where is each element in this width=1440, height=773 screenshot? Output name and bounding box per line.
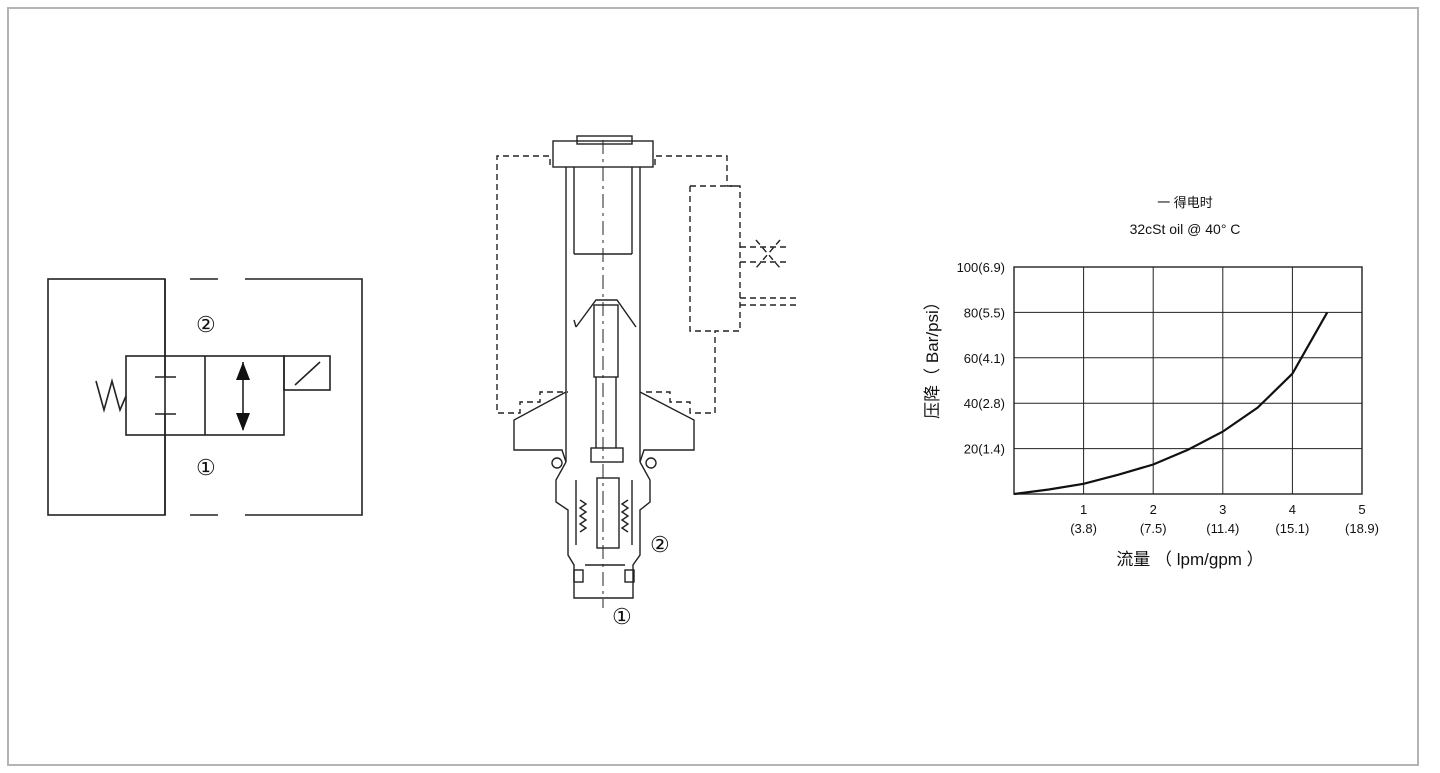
- spring-coil: [578, 499, 588, 533]
- section-port-2-label: ②: [650, 532, 670, 557]
- symbol-right-loop: [245, 278, 363, 516]
- figure-frame: [7, 7, 1419, 766]
- x-tick-sublabel: (7.5): [1140, 521, 1167, 536]
- spring-icon: [95, 377, 127, 414]
- nut-top: [576, 135, 633, 145]
- x-tick-label: 4: [1289, 502, 1296, 517]
- section-port-1-label: ①: [612, 604, 632, 629]
- x-tick-sublabel: (15.1): [1275, 521, 1309, 536]
- y-axis-label: 压降（ Bar/psi）: [923, 293, 942, 419]
- y-tick-label: 60(4.1): [964, 351, 1005, 366]
- y-tick-label: 20(1.4): [964, 442, 1005, 457]
- poppet-head: [590, 447, 624, 463]
- symbol-port-1-label: ①: [196, 455, 216, 480]
- y-tick-label: 40(2.8): [964, 396, 1005, 411]
- chart-grid: [1014, 266, 1363, 494]
- y-tick-label: 100(6.9): [957, 260, 1005, 275]
- x-axis-label: 流量 （ lpm/gpm ）: [1116, 550, 1263, 569]
- solenoid-icon: [283, 355, 331, 391]
- symbol-left-loop: [47, 278, 166, 516]
- symbol-port-2-label: ②: [196, 312, 216, 337]
- x-tick-sublabel: (11.4): [1206, 521, 1239, 536]
- x-tick-label: 5: [1358, 502, 1365, 517]
- poppet-body: [596, 477, 620, 549]
- armature: [593, 304, 619, 378]
- coil-outline: [496, 155, 800, 414]
- x-tick-sublabel: (3.8): [1070, 521, 1097, 536]
- chart-subtitle: 32cSt oil @ 40° C: [1130, 221, 1241, 237]
- x-tick-sublabel: (18.9): [1345, 521, 1379, 536]
- x-tick-label: 2: [1150, 502, 1157, 517]
- x-tick-label: 3: [1219, 502, 1226, 517]
- series-line: [1013, 311, 1329, 496]
- plot-area-border: [1013, 266, 1363, 495]
- y-tick-label: 80(5.5): [964, 305, 1005, 320]
- chart-title: 一 得电时: [1157, 195, 1213, 210]
- x-tick-label: 1: [1080, 502, 1087, 517]
